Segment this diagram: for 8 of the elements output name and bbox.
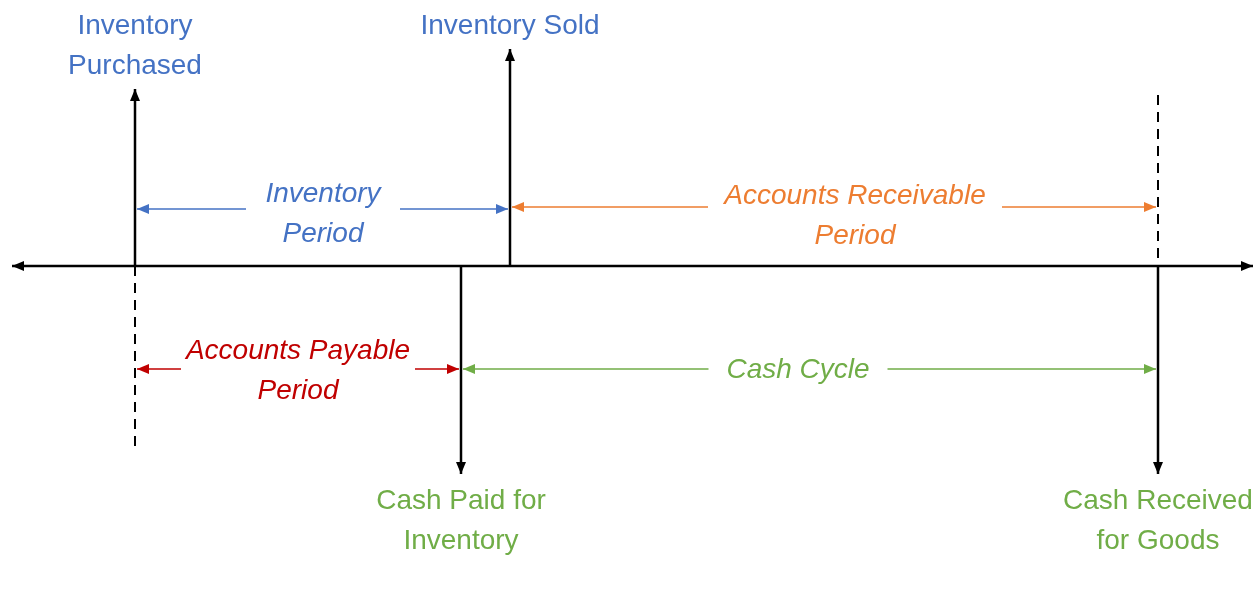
arrow	[1153, 266, 1163, 474]
arrow	[456, 266, 466, 474]
arrow	[505, 49, 515, 266]
event-label: Inventory Purchased	[45, 5, 225, 85]
arrow	[130, 89, 140, 266]
event-label: Inventory Sold	[420, 5, 600, 45]
event-label: Cash Paid for Inventory	[351, 480, 571, 560]
event-label: Cash Received for Goods	[1063, 480, 1253, 560]
